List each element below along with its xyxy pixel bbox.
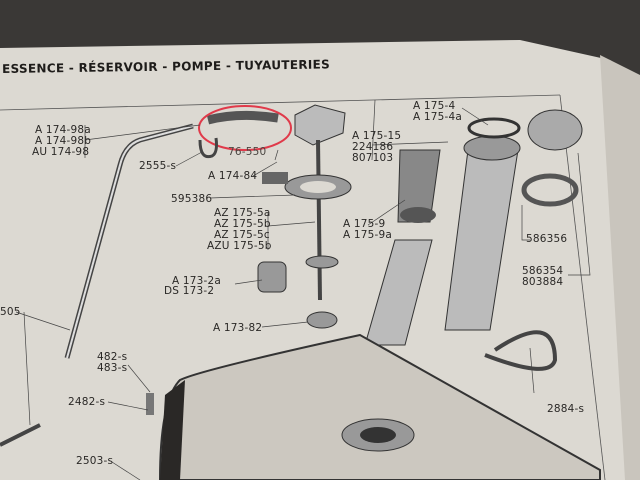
part-label: DS 173-2 (164, 285, 215, 297)
part-label: 482-s (97, 351, 128, 363)
part-label: 803884 (522, 276, 564, 288)
part-label: AZU 175-5b (207, 240, 272, 252)
part-label: A 175-15 (352, 130, 402, 142)
part-label: AZ 175-5a (214, 207, 271, 219)
part-label: A 174-98a (35, 124, 91, 136)
tank-neck (364, 239, 433, 346)
part-label: A 175-4a (413, 111, 463, 123)
part-label: 2555-s (139, 160, 177, 172)
part-label: A 174-84 (208, 170, 258, 182)
pipe-left (0, 423, 41, 447)
hose-clamp (484, 330, 558, 371)
fuel-gauge-unit (294, 104, 346, 146)
part-a173-2a (257, 261, 287, 293)
part-label: 2884-s (547, 403, 585, 415)
part-label: A 175-9 (343, 218, 386, 230)
filler-cap (527, 109, 583, 151)
part-label: AU 174-98 (32, 146, 90, 158)
part-a173-82 (306, 311, 338, 329)
clip-2555 (198, 137, 218, 159)
part-label: 76-550 (228, 146, 267, 158)
part-label: 586354 (522, 265, 564, 277)
filter-sleeve (397, 149, 441, 223)
rubber-hose (206, 110, 279, 125)
part-label: AZ 175-5c (214, 229, 270, 241)
part-label: AZ 175-5b (214, 218, 271, 230)
part-label: A 173-2a (172, 275, 222, 287)
part-label: 807103 (352, 152, 394, 164)
part-label: 483-s (97, 362, 128, 374)
frame-top (0, 94, 561, 111)
page-curl (600, 55, 640, 480)
part-label: 595386 (171, 193, 213, 205)
annotation-circle (198, 105, 292, 151)
part-label: 586356 (526, 233, 568, 245)
cap-seal (521, 173, 579, 207)
ring-a175-4 (467, 117, 521, 139)
part-label: A 175-9a (343, 229, 393, 241)
part-label: 2503-s (76, 455, 114, 467)
bolt (146, 393, 154, 415)
felt-pad (262, 172, 288, 184)
part-label: A 174-98b (35, 135, 92, 147)
part-label: A 173-82 (213, 322, 263, 334)
part-label: 505 (0, 306, 21, 318)
part-label: 2482-s (68, 396, 106, 408)
part-label: 224186 (352, 141, 394, 153)
frame-right (559, 94, 606, 480)
part-label: A 175-4 (413, 100, 456, 112)
